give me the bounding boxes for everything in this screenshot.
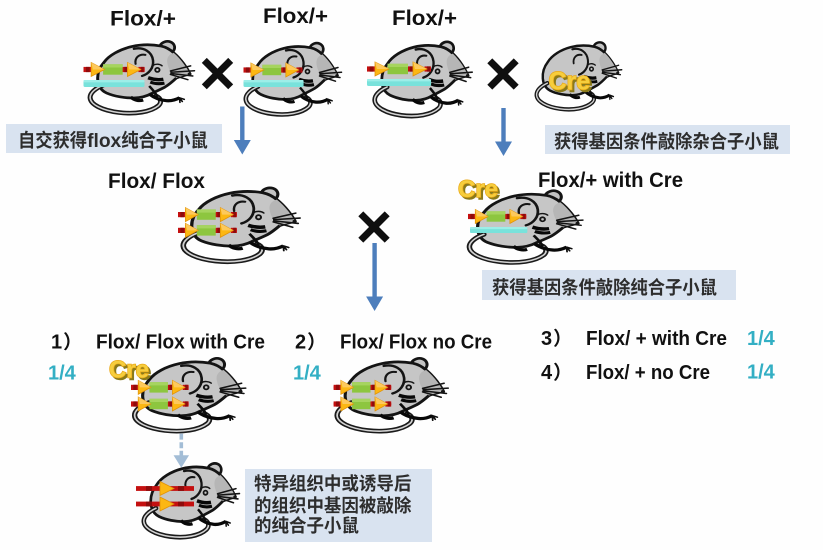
svg-text:Flox/+: Flox/+ [263,5,328,28]
svg-text:Cre: Cre [109,357,149,384]
svg-text:Cre: Cre [458,176,498,203]
svg-text:1/4: 1/4 [48,363,77,385]
svg-text:Cre: Cre [549,68,591,96]
svg-text:4: 4 [541,362,553,384]
svg-text:3: 3 [541,328,552,350]
svg-text:Flox/ + no Cre: Flox/ + no Cre [586,362,710,384]
svg-text:Cre: Cre [460,178,500,205]
svg-text:Flox/ + with Cre: Flox/ + with Cre [586,328,727,350]
svg-text:flox: flox [87,131,121,152]
svg-text:Flox/+: Flox/+ [392,7,457,30]
svg-text:Flox/+: Flox/+ [110,8,176,31]
svg-text:Flox/ Flox with Cre: Flox/ Flox with Cre [96,332,265,354]
svg-text:Cre: Cre [111,359,151,386]
svg-text:Cre: Cre [549,68,591,96]
svg-text:Cre: Cre [458,176,498,203]
svg-text:Flox/ Flox: Flox/ Flox [108,170,205,193]
svg-text:1/4: 1/4 [747,362,776,384]
svg-text:1/4: 1/4 [747,328,776,350]
svg-text:1: 1 [51,332,62,354]
svg-text:1/4: 1/4 [293,363,322,385]
svg-text:Flox/ Flox no Cre: Flox/ Flox no Cre [340,332,492,354]
svg-text:Cre: Cre [551,70,593,98]
svg-text:Flox/+ with Cre: Flox/+ with Cre [538,169,683,192]
svg-text:Cre: Cre [109,357,149,384]
svg-text:2: 2 [295,332,306,354]
